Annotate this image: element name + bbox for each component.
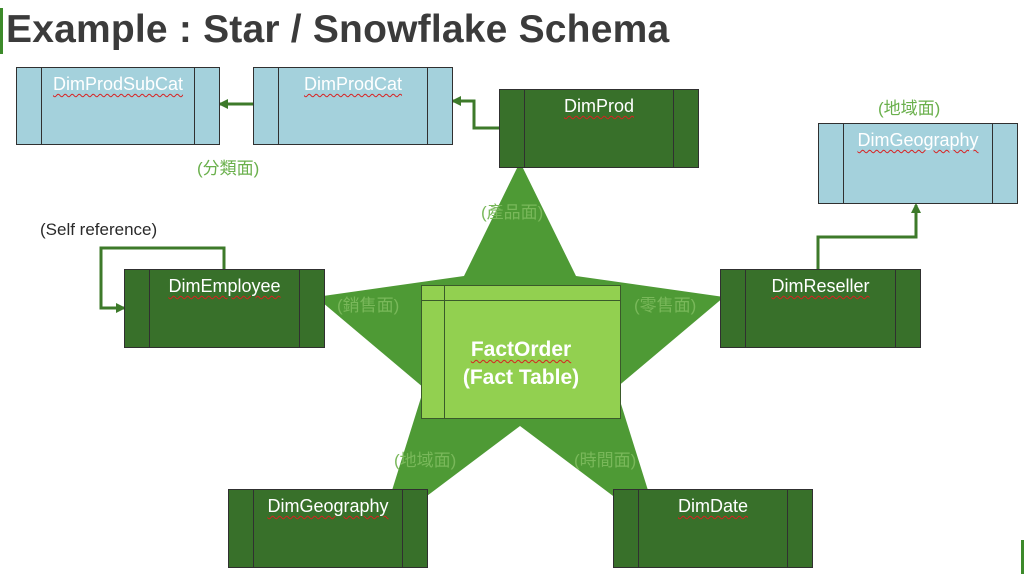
category-face-label: (分類面) [197,159,260,178]
arrow-reseller-to-geography [816,203,921,269]
dim-date-label: DimDate [677,496,748,516]
fact-column-divider [444,286,445,418]
time-face-label: (時間面) [574,451,637,470]
fact-order-box: FactOrder (Fact Table) [421,285,621,419]
dim-employee-label: DimEmployee [168,276,281,296]
page-title: Example : Star / Snowflake Schema [6,8,670,51]
dim-prod-label: DimProd [563,96,634,116]
fact-name: FactOrder [470,338,572,361]
fact-header-divider [422,300,620,301]
dim-reseller-box: DimReseller [720,269,921,348]
dim-geography-bottom-box: DimGeography [228,489,428,568]
arrow-prod-to-cat [451,96,499,130]
dim-employee-box: DimEmployee [124,269,325,348]
dim-geography-right-label: DimGeography [857,130,979,150]
sales-face-label: (銷售面) [337,296,400,315]
self-reference-arrow [99,246,226,313]
dim-geography-bottom-label: DimGeography [267,496,389,516]
dim-prod-subcat-label: DimProdSubCat [52,74,184,94]
fact-subtitle: (Fact Table) [462,366,580,389]
dim-date-box: DimDate [613,489,813,568]
dim-prod-cat-box: DimProdCat [253,67,453,145]
title-accent-bar [0,8,3,54]
dim-prod-cat-label: DimProdCat [303,74,403,94]
retail-face-label: (零售面) [634,296,697,315]
region-face-bottom-label: (地域面) [394,451,457,470]
product-face-label: (產品面) [481,203,544,222]
self-reference-label: (Self reference) [40,220,158,239]
corner-accent-mark [1021,540,1024,574]
dim-reseller-label: DimReseller [771,276,870,296]
dim-prod-subcat-box: DimProdSubCat [16,67,220,145]
fact-text: FactOrder (Fact Table) [422,336,620,392]
region-face-top-label: (地域面) [878,99,941,118]
dim-prod-box: DimProd [499,89,699,168]
dim-geography-right-box: DimGeography [818,123,1018,204]
